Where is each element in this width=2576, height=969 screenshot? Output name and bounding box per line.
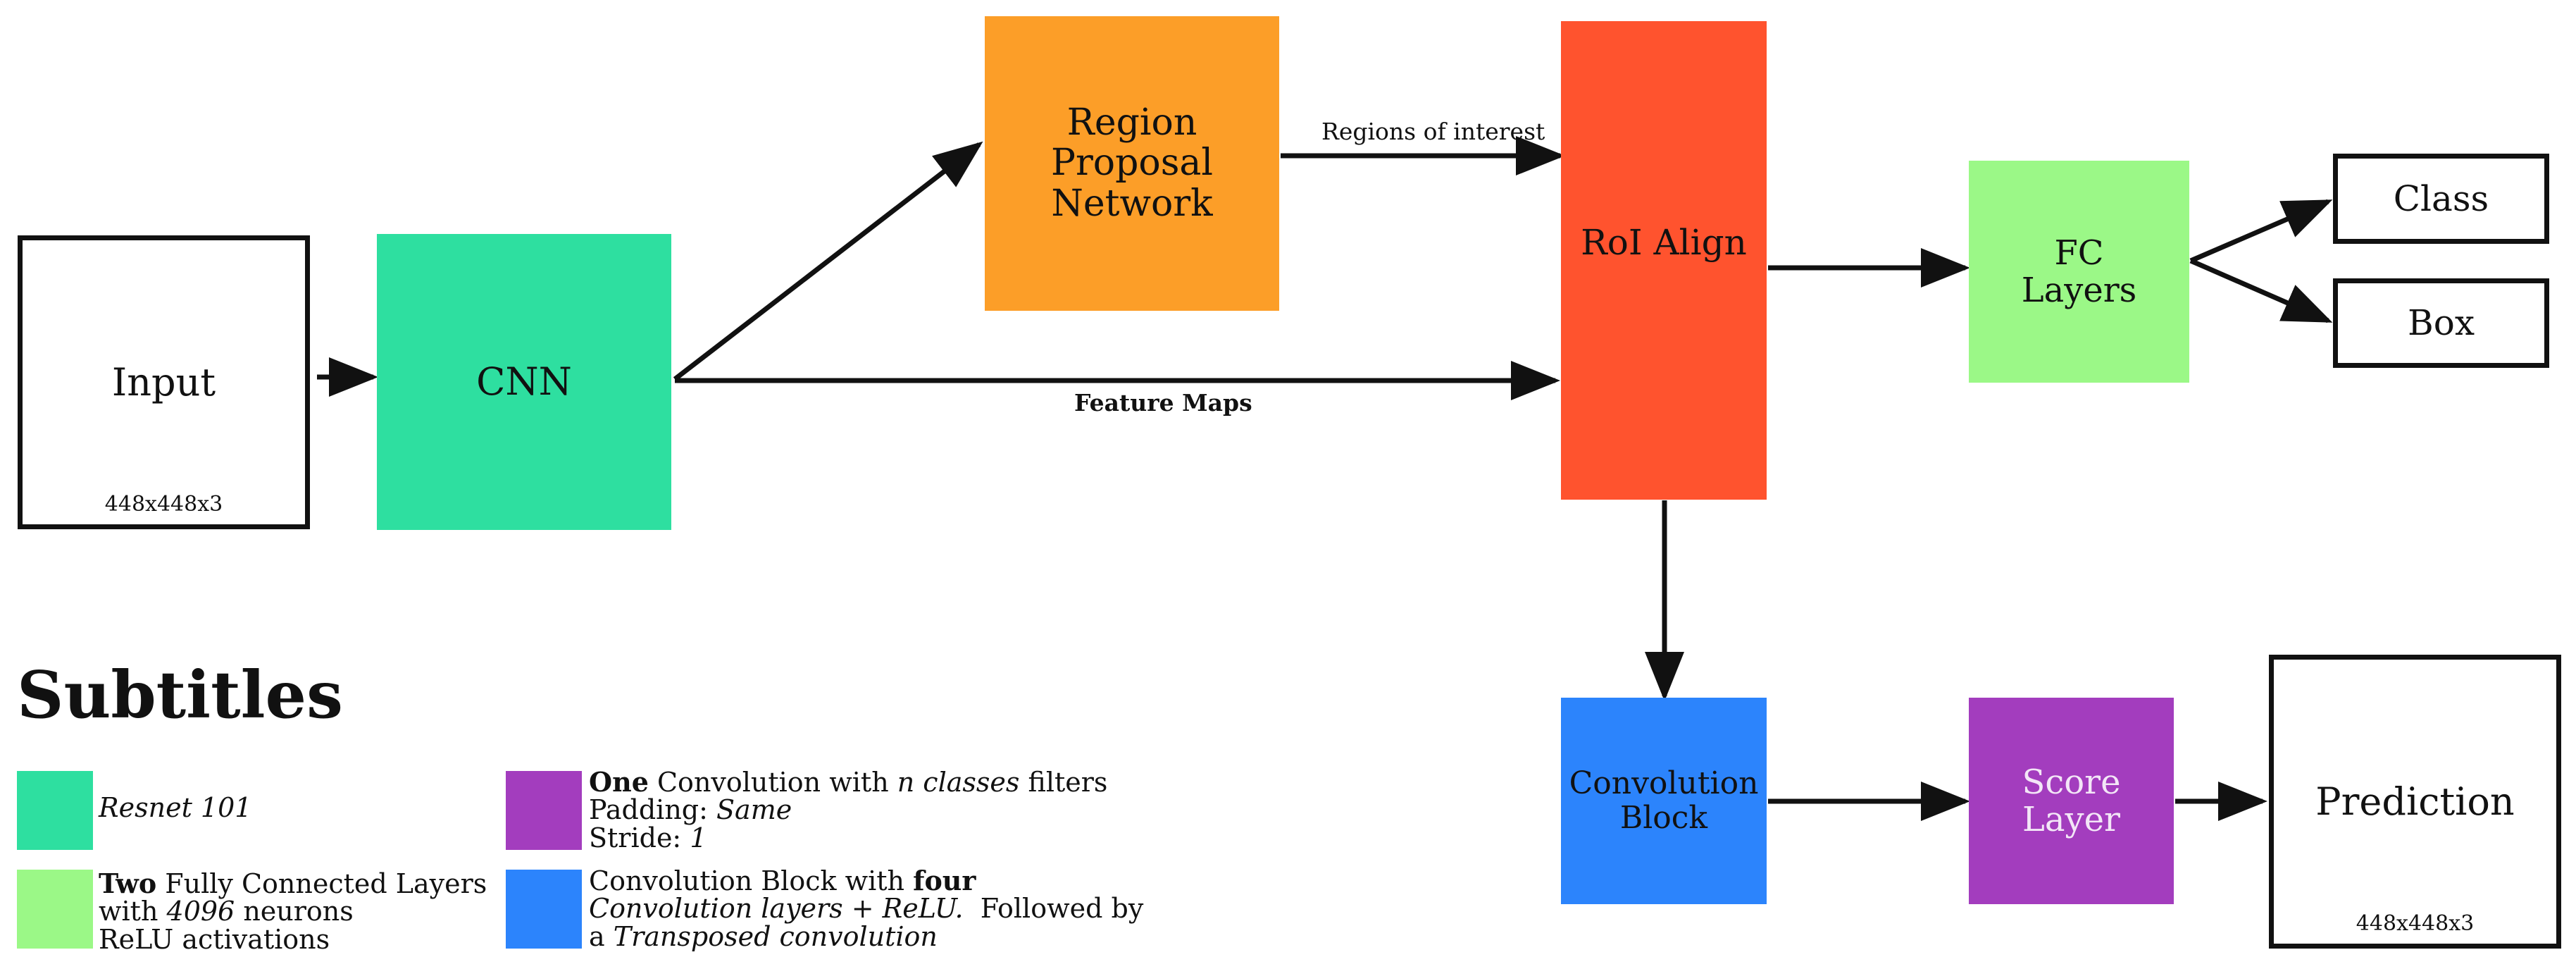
legend-conv-layers: Convolution layers + ReLU.: [589, 893, 964, 924]
legend-swatch-score: [506, 771, 582, 850]
cnn-node: CNN: [377, 234, 671, 530]
rpn-label: Region Proposal Network: [1050, 101, 1214, 225]
legend-swatch-fc: [17, 870, 93, 949]
legend-conv-transposed: Transposed convolution: [613, 921, 938, 952]
prediction-node: Prediction 448x448x3: [2269, 655, 2561, 949]
legend-score-bold: One: [589, 766, 649, 798]
score-layer-node: Score Layer: [1969, 698, 2174, 904]
legend-text-cnn: Resnet 101: [99, 794, 251, 822]
roi-align-node: RoI Align: [1561, 21, 1767, 500]
legend-title: Subtitles: [17, 657, 343, 733]
legend-score-stride-label: Stride:: [589, 822, 690, 853]
cnn-label: CNN: [476, 359, 572, 405]
legend-fc-line2-pre: with: [99, 896, 167, 927]
legend-swatch-cnn: [17, 771, 93, 850]
legend-score-padding-value: Same: [716, 794, 792, 825]
legend-fc-line2-rest: neurons: [235, 896, 354, 927]
rpn-node: Region Proposal Network: [985, 16, 1279, 311]
legend-conv-line2-rest: Followed by: [963, 893, 1144, 924]
roi-align-label: RoI Align: [1581, 222, 1747, 263]
legend-text-fc: Two Fully Connected Layers with 4096 neu…: [99, 870, 487, 954]
class-node: Class: [2333, 154, 2549, 244]
legend-fc-line3: ReLU activations: [99, 924, 330, 955]
box-node: Box: [2333, 278, 2549, 368]
class-label: Class: [2393, 178, 2489, 219]
convolution-block-label: Convolution Block: [1569, 765, 1759, 836]
legend-swatch-conv: [506, 870, 582, 949]
legend-text-score: One Convolution with n classes filters P…: [589, 768, 1107, 853]
legend-conv-bold: four: [913, 865, 976, 896]
fc-layers-node: FC Layers: [1969, 161, 2189, 383]
legend-fc-neurons: 4096: [166, 896, 235, 927]
legend-score-line1-rest: filters: [1019, 767, 1108, 798]
input-label: Input: [111, 359, 216, 405]
arrow-fc-to-box: [2189, 258, 2333, 323]
input-size: 448x448x3: [104, 492, 223, 517]
prediction-size: 448x448x3: [2356, 911, 2475, 936]
legend-cnn-text: Resnet 101: [99, 792, 252, 823]
regions-of-interest-label: Regions of interest: [1321, 118, 1545, 145]
feature-maps-label: Feature Maps: [1074, 389, 1252, 416]
legend-fc-line1: Fully Connected Layers: [156, 868, 487, 899]
legend-conv-line3-pre: a: [589, 921, 614, 952]
arrow-fc-to-class: [2189, 199, 2333, 264]
legend-score-classes: n classes: [897, 767, 1020, 798]
fc-layers-label: FC Layers: [2021, 233, 2137, 310]
legend-score-line1-mid: Convolution with: [648, 767, 897, 798]
convolution-block-node: Convolution Block: [1561, 698, 1767, 904]
box-label: Box: [2407, 302, 2475, 343]
legend-text-conv: Convolution Block with four Convolution …: [589, 867, 1143, 951]
legend-score-padding-label: Padding:: [589, 794, 717, 825]
score-layer-label: Score Layer: [2022, 762, 2121, 839]
input-node: Input 448x448x3: [18, 235, 310, 529]
legend-fc-bold: Two: [99, 868, 157, 899]
prediction-label: Prediction: [2315, 779, 2515, 824]
legend-conv-line1-pre: Convolution Block with: [589, 865, 914, 896]
legend-score-stride-value: 1: [690, 822, 707, 853]
arrow-cnn-to-rpn: [673, 141, 983, 381]
